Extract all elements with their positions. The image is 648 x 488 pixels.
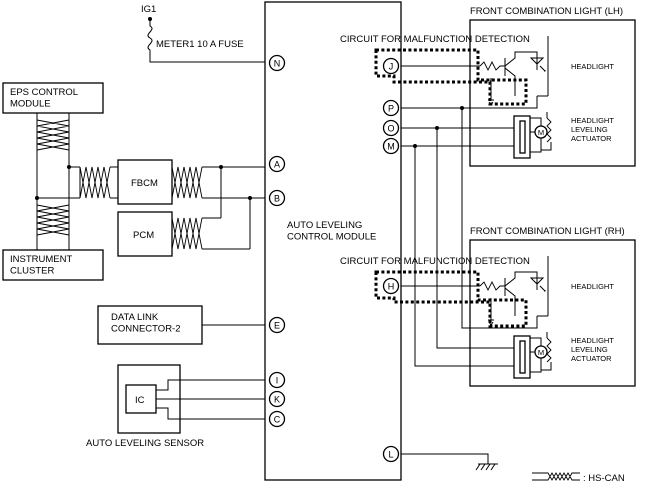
svg-text:M: M bbox=[538, 128, 544, 137]
pin-H: H bbox=[382, 277, 400, 295]
fbcm-box bbox=[117, 159, 173, 205]
malfunction-detection-lh-label: CIRCUIT FOR MALFUNCTION DETECTION bbox=[340, 34, 530, 45]
svg-text:I: I bbox=[276, 376, 279, 386]
instrument-cluster-box bbox=[2, 249, 104, 281]
svg-text:L: L bbox=[388, 450, 393, 460]
malfunction-detection-lh-outline bbox=[374, 48, 528, 106]
pcm-label: PCM bbox=[133, 230, 154, 241]
front-combination-light-lh-label: FRONT COMBINATION LIGHT (LH) bbox=[470, 6, 623, 17]
malfunction-detection-rh-label: CIRCUIT FOR MALFUNCTION DETECTION bbox=[340, 256, 530, 267]
headlight-lh-icon bbox=[529, 57, 545, 70]
auto-leveling-control-module-box bbox=[264, 1, 402, 481]
svg-text:M: M bbox=[387, 142, 395, 152]
data-link-connector-box bbox=[97, 305, 203, 345]
svg-text:H: H bbox=[388, 282, 395, 292]
headlight-lh-label: HEADLIGHT bbox=[571, 62, 614, 71]
pin-A: A bbox=[268, 155, 286, 173]
pin-P: P bbox=[382, 99, 400, 117]
svg-text:E: E bbox=[274, 321, 280, 331]
ig1-label: IG1 bbox=[141, 4, 156, 15]
pin-C: C bbox=[268, 410, 286, 428]
front-combination-light-rh-label: FRONT COMBINATION LIGHT (RH) bbox=[470, 226, 625, 237]
svg-text:M: M bbox=[538, 348, 544, 357]
pcm-box bbox=[117, 211, 173, 257]
pin-E: E bbox=[268, 316, 286, 334]
svg-text:K: K bbox=[274, 395, 280, 405]
ic-box bbox=[125, 384, 157, 414]
pin-M: M bbox=[382, 137, 400, 155]
svg-text:P: P bbox=[388, 104, 394, 114]
pin-I: I bbox=[268, 371, 286, 389]
eps-control-module-box bbox=[2, 82, 104, 114]
pin-K: K bbox=[268, 390, 286, 408]
headlight-rh-label: HEADLIGHT bbox=[571, 282, 614, 291]
auto-leveling-sensor-label: AUTO LEVELING SENSOR bbox=[86, 438, 204, 449]
ig1-terminal bbox=[148, 17, 152, 21]
pin-N: N bbox=[268, 54, 286, 72]
svg-text:N: N bbox=[274, 59, 281, 69]
svg-text:C: C bbox=[274, 415, 281, 425]
ground-icon bbox=[475, 463, 498, 471]
ic-label: IC bbox=[135, 395, 145, 406]
pin-O: O bbox=[382, 119, 400, 137]
svg-text:A: A bbox=[274, 160, 280, 170]
svg-text:B: B bbox=[274, 194, 280, 204]
fuse-symbol bbox=[147, 21, 265, 63]
fuse-label: METER1 10 A FUSE bbox=[156, 39, 244, 50]
pin-B: B bbox=[268, 189, 286, 207]
headlight-rh-icon bbox=[529, 277, 545, 290]
pin-L: L bbox=[382, 445, 400, 463]
svg-text:O: O bbox=[387, 124, 394, 134]
front-combination-light-rh-box bbox=[469, 239, 636, 387]
svg-text:J: J bbox=[389, 62, 394, 72]
pin-J: J bbox=[382, 57, 400, 75]
fbcm-label: FBCM bbox=[131, 178, 158, 189]
hs-can-legend: : HS-CAN bbox=[583, 473, 625, 484]
front-combination-light-lh-box bbox=[469, 19, 636, 167]
malfunction-detection-rh-outline bbox=[374, 270, 528, 328]
